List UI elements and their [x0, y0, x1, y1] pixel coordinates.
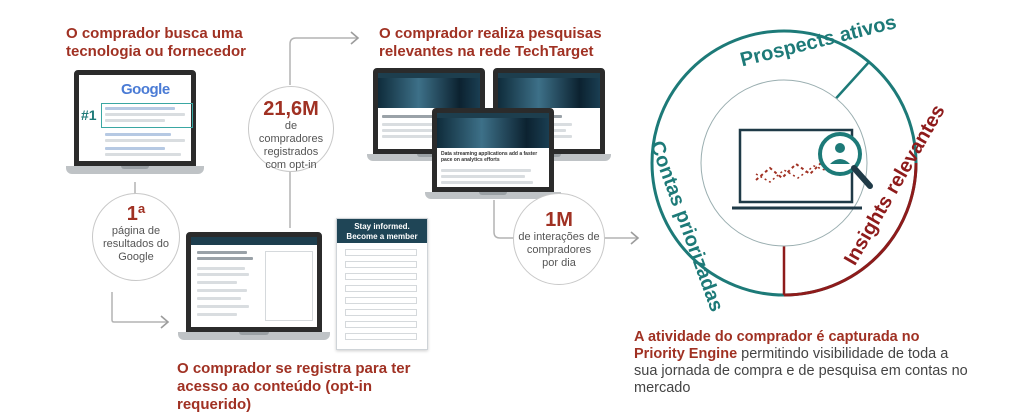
registered-stat-bubble: 21,6M de compradores registrados com opt… [248, 86, 334, 172]
registered-text: de compradores registrados com opt-in [258, 120, 324, 171]
first-page-text: página de resultados do Google [102, 225, 170, 263]
desc-strong-2: Priority Engine [634, 346, 738, 362]
registration-form: Stay informed. Become a member today! [336, 218, 428, 350]
research-step-heading: O comprador realiza pesquisas relevantes… [379, 25, 602, 60]
priority-engine-description: A atividade do comprador é capturada no … [634, 329, 974, 397]
top-result-highlight [101, 103, 193, 128]
interactions-value: 1M [545, 209, 573, 231]
magnifier-person-chart-icon [732, 128, 873, 210]
search-step-heading: O comprador busca uma tecnologia ou forn… [66, 25, 247, 60]
article-title: Data streaming applications add a faster… [441, 151, 538, 163]
register-laptop [178, 232, 330, 348]
desc-rest: permitindo visibilidade de toda a sua jo… [634, 346, 968, 396]
registered-value: 21,6M [263, 98, 319, 120]
desc-strong-1: A atividade do comprador é capturada no [634, 329, 920, 345]
first-page-value: 1ª [126, 203, 146, 225]
search-laptop: Google #1 [66, 70, 204, 186]
google-logo: Google [121, 81, 170, 98]
interactions-text: de interações de compradores por dia [518, 231, 600, 269]
first-page-stat-bubble: 1ª página de resultados do Google [92, 193, 180, 281]
register-step-heading: O comprador se registra para ter acesso … [177, 360, 411, 413]
registration-form-title: Stay informed. Become a member today! [337, 219, 427, 251]
interactions-stat-bubble: 1M de interações de compradores por dia [513, 193, 605, 285]
search-rank-badge: #1 [81, 107, 97, 123]
research-laptop-center: Data streaming applications add a faster… [425, 108, 561, 208]
